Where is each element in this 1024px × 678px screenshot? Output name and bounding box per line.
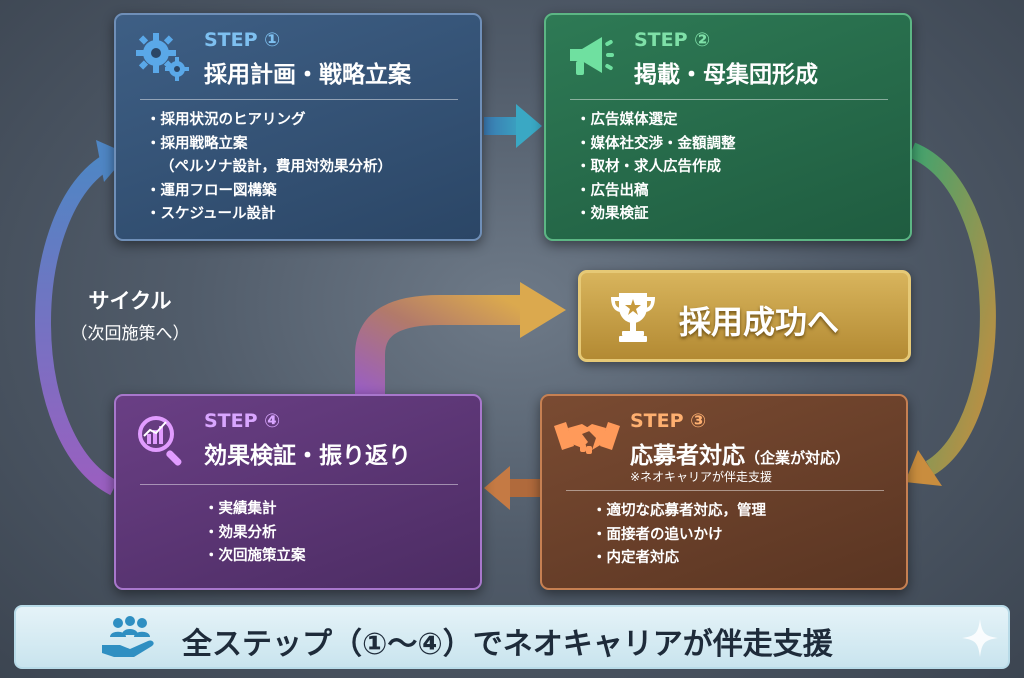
- step-label: STEP ④: [204, 410, 281, 432]
- divider: [140, 99, 458, 100]
- arrow-step1-to-step2: [484, 104, 542, 148]
- banner-text: 全ステップ（①〜④）でネオキャリアが伴走支援: [182, 627, 833, 662]
- list-item: 次回施策立案: [204, 545, 306, 569]
- step-card-4: STEP ④ 効果検証・振り返り 実績集計 効果分析 次回施策立案: [114, 394, 482, 590]
- step-title: 応募者対応（企業が対応）: [630, 436, 850, 470]
- list-item: スケジュール設計: [146, 203, 392, 227]
- list-item: 面接者の追いかけ: [592, 524, 766, 548]
- divider: [570, 99, 888, 100]
- step-title-suffix: （企業が対応）: [745, 449, 851, 467]
- step-title: 効果検証・振り返り: [204, 443, 411, 469]
- step-label: STEP ③: [630, 410, 707, 432]
- step-items: 採用状況のヒアリング 採用戦略立案 （ペルソナ設計，費用対効果分析） 運用フロー…: [146, 109, 392, 227]
- trophy-icon: [611, 293, 655, 342]
- megaphone-icon: [570, 37, 614, 75]
- list-item: 実績集計: [204, 498, 306, 522]
- step-label: STEP ②: [634, 29, 711, 51]
- handshake-icon: [554, 422, 620, 454]
- support-banner: 全ステップ（①〜④）でネオキャリアが伴走支援: [14, 605, 1010, 669]
- list-item: 適切な応募者対応，管理: [592, 500, 767, 524]
- step-card-1: STEP ① 採用計画・戦略立案 採用状況のヒアリング 採用戦略立案 （ペルソナ…: [114, 13, 482, 241]
- list-item: 取材・求人広告作成: [576, 156, 736, 180]
- success-box: 採用成功へ: [578, 270, 911, 362]
- success-label: 採用成功へ: [679, 303, 840, 341]
- list-item: 広告媒体選定: [576, 109, 736, 133]
- gears-icon: [136, 33, 189, 81]
- list-item: 採用状況のヒアリング: [146, 109, 392, 133]
- step-card-2: STEP ② 掲載・母集団形成 広告媒体選定 媒体社交渉・金額調整 取材・求人広…: [544, 13, 912, 241]
- step-items: 実績集計 効果分析 次回施策立案: [204, 498, 306, 569]
- magnifier-chart-icon: [138, 416, 182, 466]
- sparkle-icon: [962, 619, 998, 657]
- step-items: 適切な応募者対応，管理 面接者の追いかけ 内定者対応: [592, 500, 767, 571]
- step-label: STEP ①: [204, 29, 281, 51]
- cycle-label: サイクル （次回施策へ）: [60, 285, 200, 344]
- step-title: 採用計画・戦略立案: [204, 62, 411, 88]
- cycle-title: サイクル: [88, 289, 172, 313]
- arrow-step3-to-step4: [484, 466, 540, 510]
- step-card-3: STEP ③ 応募者対応（企業が対応） ※ネオキャリアが伴走支援 適切な応募者対…: [540, 394, 908, 590]
- step-items: 広告媒体選定 媒体社交渉・金額調整 取材・求人広告作成 広告出稿 効果検証: [576, 109, 736, 227]
- list-item: 内定者対応: [592, 547, 766, 571]
- divider: [140, 484, 458, 485]
- arrow-step2-to-step3: [905, 142, 996, 486]
- divider: [566, 490, 884, 491]
- step-title-main: 応募者対応: [630, 443, 745, 469]
- list-item: 効果検証: [576, 203, 736, 227]
- list-item: 広告出稿: [576, 180, 736, 204]
- team-hand-icon: [102, 616, 154, 657]
- list-item: 効果分析: [204, 522, 306, 546]
- arrow-step4-to-success: [355, 282, 566, 394]
- support-note: ※ネオキャリアが伴走支援: [630, 470, 773, 484]
- step-title: 掲載・母集団形成: [634, 62, 818, 88]
- list-item: 媒体社交渉・金額調整: [576, 133, 736, 157]
- list-item: （ペルソナ設計，費用対効果分析）: [160, 159, 392, 176]
- list-item: 採用戦略立案: [146, 133, 392, 157]
- cycle-subtitle: （次回施策へ）: [70, 324, 190, 344]
- list-item: 運用フロー図構築: [146, 180, 392, 204]
